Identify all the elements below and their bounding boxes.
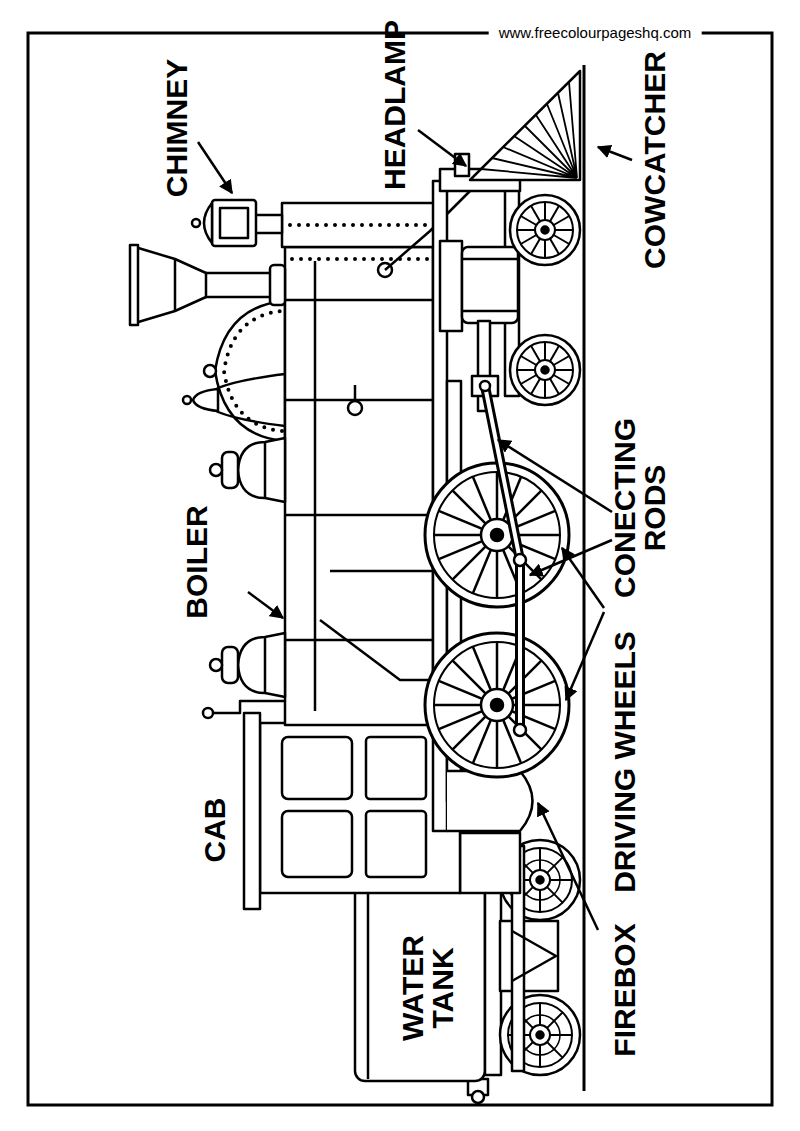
boiler-band <box>285 514 433 517</box>
rivets <box>292 257 428 261</box>
stack-stem <box>205 273 271 297</box>
lantern-cap <box>204 203 212 243</box>
main-rod <box>485 386 520 560</box>
leader-arrow <box>538 803 598 930</box>
driving-wheel <box>425 463 569 607</box>
ash-pan <box>447 771 533 831</box>
cylinder-band <box>462 258 518 261</box>
dome-ring <box>264 637 267 693</box>
part-label: FIREBOX <box>610 923 640 1056</box>
crank-pin <box>514 554 526 566</box>
driving-wheel <box>425 633 569 777</box>
bell <box>193 389 218 411</box>
leader-arrow <box>598 147 632 160</box>
lantern-glass <box>220 208 248 238</box>
part-label: BOILER <box>182 505 212 618</box>
part-label: WATER TANK <box>398 923 458 1053</box>
cab-panel <box>366 737 426 799</box>
domes <box>183 374 285 697</box>
bell-knob <box>183 396 191 404</box>
part-label: DRIVING WHEELS <box>610 631 640 893</box>
leader-arrow <box>418 130 466 166</box>
lantern-knob <box>192 219 200 227</box>
side-rod-fill <box>518 560 522 730</box>
watermark: www.freecolourpageshq.com <box>489 24 702 42</box>
tender-rim <box>367 868 370 1079</box>
leader-arrow <box>530 540 612 575</box>
pilot-wheel <box>510 335 580 405</box>
cab-step <box>460 833 520 893</box>
boiler-band <box>285 639 433 642</box>
cab-body <box>260 723 460 893</box>
dome-cap <box>222 647 238 683</box>
cowcatcher-slats <box>481 82 577 178</box>
dome-ring <box>264 442 267 498</box>
locomotive <box>130 65 632 1103</box>
stack-rim <box>130 245 138 325</box>
part-label: HEADLAMP <box>380 20 410 190</box>
lantern-stand <box>255 215 282 233</box>
stack-collar <box>270 265 285 305</box>
cylinder <box>462 247 518 323</box>
part-label: COWCATCHER <box>640 51 670 269</box>
whistle-lever <box>212 701 285 713</box>
part-label: CHIMNEY <box>162 59 192 197</box>
cowcatcher <box>470 71 580 180</box>
page-frame <box>28 33 772 1105</box>
dome-knob <box>210 464 222 476</box>
leader-arrow <box>562 548 604 608</box>
feed-pipe <box>320 620 440 680</box>
crank-pin <box>514 724 526 736</box>
part-label: CONECTING RODS <box>610 408 670 608</box>
coupler <box>472 1091 484 1103</box>
dome-cap <box>222 452 238 488</box>
running-gear <box>425 154 580 831</box>
part-label: CAB <box>200 798 230 863</box>
leader-arrow <box>498 440 612 512</box>
tender-body <box>355 866 485 1081</box>
leader-arrow <box>566 612 604 700</box>
steam-chest <box>440 241 462 331</box>
lantern <box>192 200 282 246</box>
leader-arrow <box>198 142 232 193</box>
cab-panel <box>366 811 426 877</box>
wrist-pin <box>480 381 490 391</box>
handrail <box>314 261 317 711</box>
smokebox <box>282 203 438 247</box>
steam-dome <box>238 438 285 502</box>
pipe <box>330 570 440 573</box>
steam-dome <box>238 633 285 697</box>
leader-arrows <box>198 130 632 930</box>
boiler-band <box>285 299 433 302</box>
cowcatcher-outline <box>470 71 580 180</box>
rivets <box>224 311 282 431</box>
cab-window <box>282 811 352 877</box>
dome-knob <box>204 365 216 377</box>
boiler-barrel <box>285 247 433 725</box>
truck-brace <box>512 931 556 981</box>
stack-funnel <box>135 247 206 323</box>
valve <box>348 401 362 415</box>
dome-knob <box>210 659 222 671</box>
cab-roof <box>244 713 260 909</box>
truck-bolster <box>500 921 558 991</box>
main-rod-fill <box>485 386 520 560</box>
headlamp-bracket <box>455 154 469 176</box>
side-rod <box>515 560 525 730</box>
whistle-knob <box>203 708 213 718</box>
cylinder-band <box>462 310 518 313</box>
leader-arrow <box>248 592 283 618</box>
rivets <box>290 223 430 227</box>
lantern-box <box>212 200 256 246</box>
cab-window <box>282 737 352 799</box>
pilot-wheel <box>510 195 580 265</box>
valve-stem <box>354 385 357 401</box>
stack-band <box>174 259 177 311</box>
boiler <box>204 191 470 725</box>
smokestack <box>130 245 285 325</box>
